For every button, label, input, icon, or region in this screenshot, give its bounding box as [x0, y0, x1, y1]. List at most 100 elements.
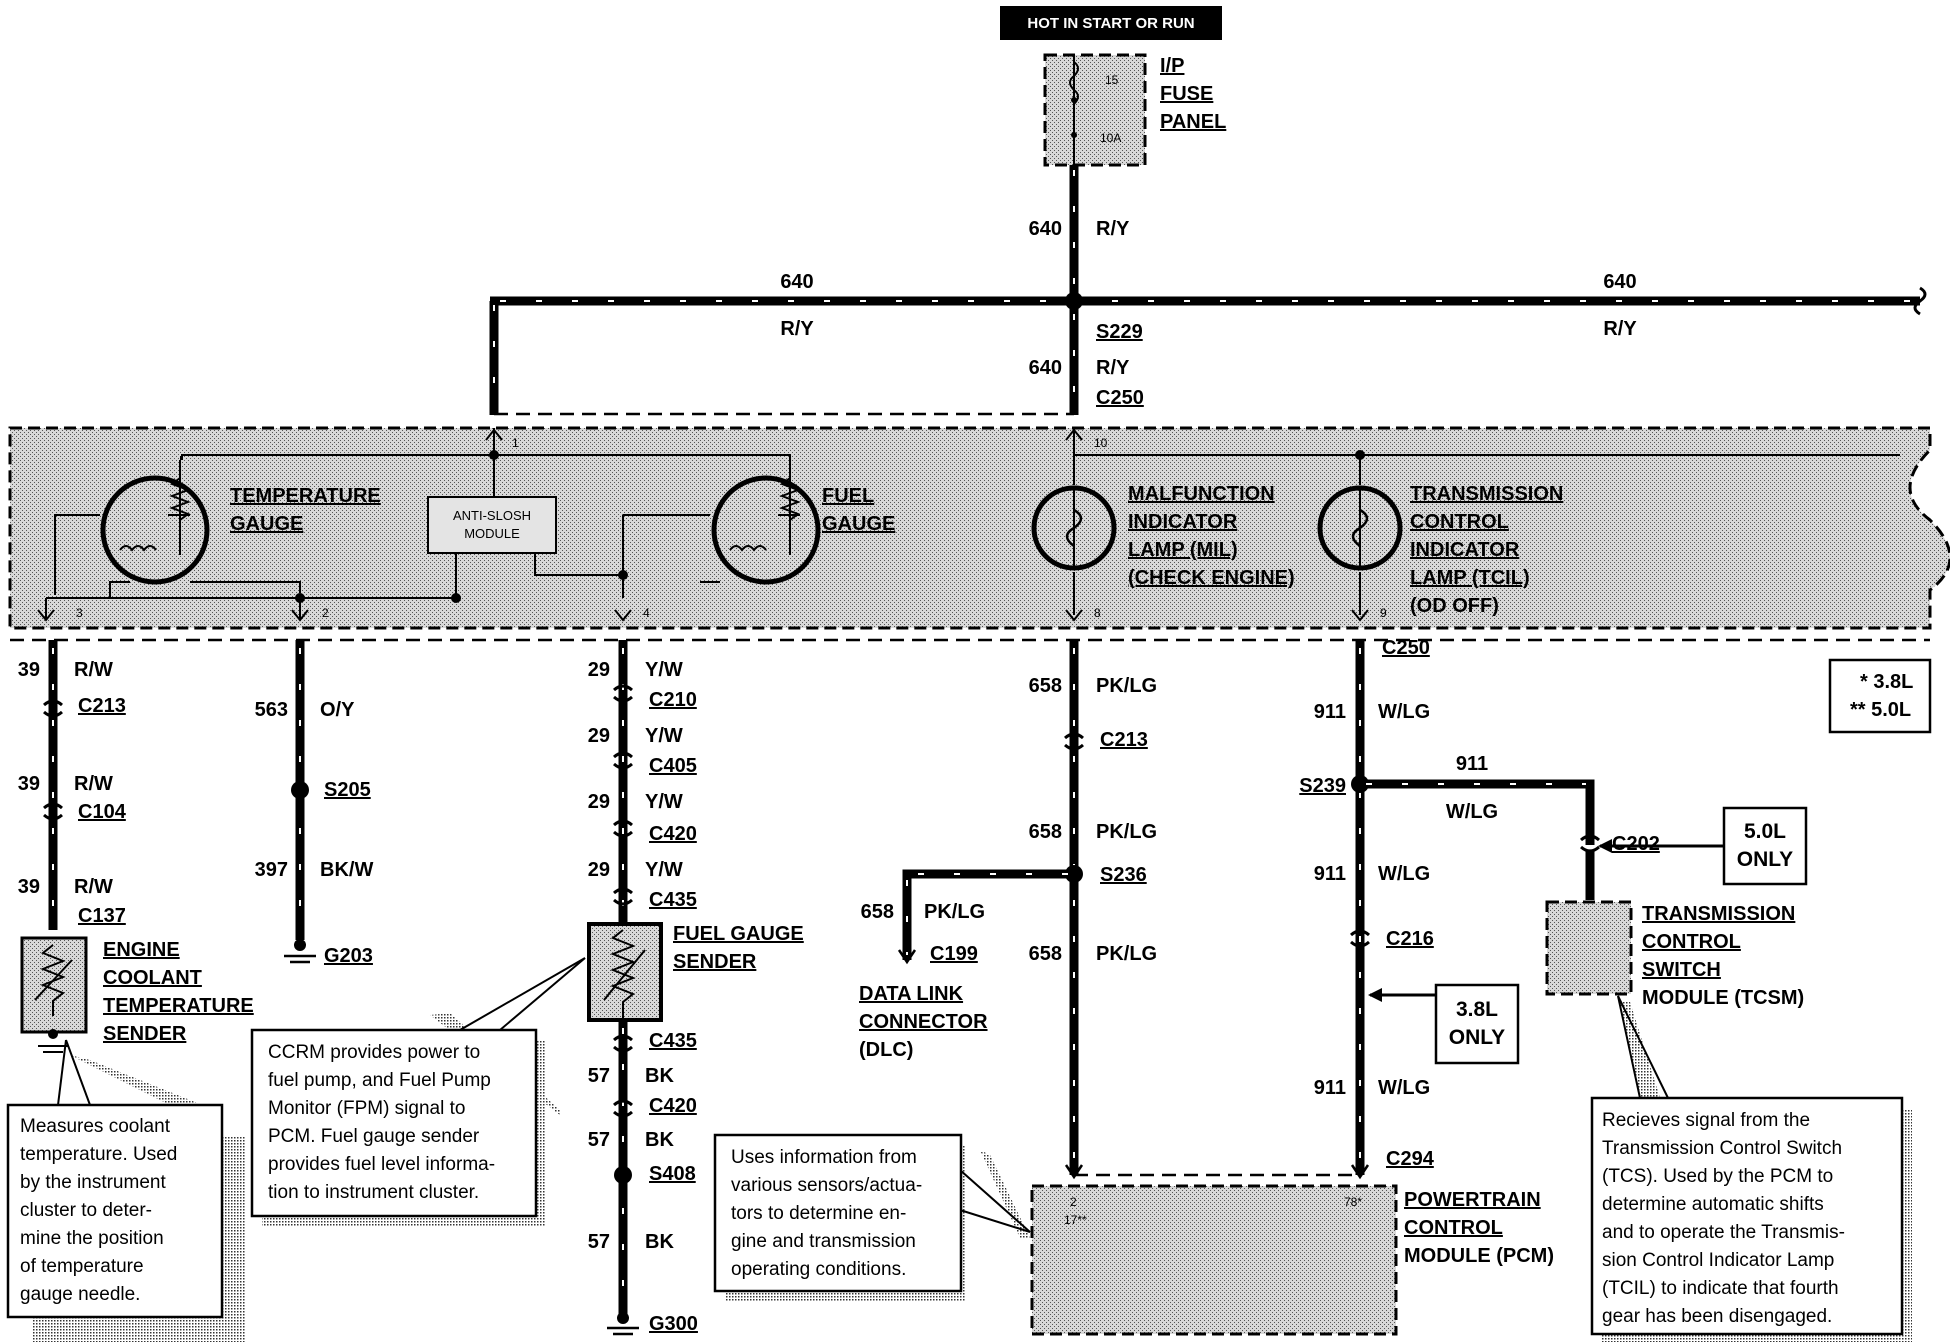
- pcm-label-2: CONTROL: [1404, 1217, 1503, 1239]
- tcsm-label-3: SWITCH: [1642, 959, 1721, 981]
- engine-legend: * 3.8L ** 5.0L: [1828, 658, 1932, 734]
- cluster-pin-8: 8: [1094, 606, 1101, 620]
- pcm-pin-2: 2: [1070, 1195, 1077, 1209]
- diagram-label: PK/LG: [1096, 675, 1157, 697]
- cluster-pin-10: 10: [1094, 436, 1108, 450]
- tcsm-label-4: MODULE (TCSM): [1642, 987, 1804, 1009]
- ground-g203: [284, 939, 316, 964]
- diagram-label: G203: [324, 945, 373, 967]
- diagram-label: W/LG: [1378, 701, 1430, 723]
- connector-c435: C435: [649, 889, 697, 911]
- cluster-pin-4: 4: [643, 606, 650, 620]
- diagram-label: gauge needle.: [20, 1284, 140, 1305]
- diagram-label: * 3.8L: [1860, 671, 1913, 693]
- fuse-panel-label-1: I/P: [1160, 55, 1184, 77]
- ect-sensor: [20, 936, 88, 1053]
- diagram-label: mine the position: [20, 1228, 164, 1249]
- diagram-label: PK/LG: [1096, 821, 1157, 843]
- pcm-label-1: POWERTRAIN: [1404, 1189, 1541, 1211]
- diagram-label: Measures coolant: [20, 1116, 171, 1137]
- ect-label-1: ENGINE: [103, 939, 180, 961]
- tcil-label-4: LAMP (TCIL): [1410, 567, 1530, 589]
- bus-label-right: 640: [1603, 271, 1636, 293]
- diagram-label: ** 5.0L: [1850, 699, 1911, 721]
- diagram-label: 57: [588, 1065, 610, 1087]
- diagram-label: cluster to deter-: [20, 1200, 152, 1221]
- diagram-label: 563: [255, 699, 288, 721]
- diagram-label: 29: [588, 659, 610, 681]
- wire-640-color-mid: R/Y: [1096, 357, 1130, 379]
- diagram-label: BK: [645, 1231, 674, 1253]
- diagram-label: ONLY: [1449, 1026, 1505, 1049]
- splice-s229-label: S229: [1096, 321, 1143, 343]
- diagram-label: gear has been disengaged.: [1602, 1306, 1832, 1327]
- wire-640-color-top: R/Y: [1096, 218, 1130, 240]
- diagram-label: HOT IN START OR RUN: [1027, 15, 1194, 32]
- diagram-label: 29: [588, 725, 610, 747]
- diagram-label: C435: [649, 1030, 697, 1052]
- anti-slosh-module: ANTI-SLOSH MODULE: [427, 496, 557, 554]
- mil-label-1: MALFUNCTION: [1128, 483, 1275, 505]
- diagram-label: S236: [1100, 864, 1147, 886]
- diagram-label: 57: [588, 1129, 610, 1151]
- diagram-label: of temperature: [20, 1256, 144, 1277]
- connector-c210: C210: [649, 689, 697, 711]
- tcil-label-3: INDICATOR: [1410, 539, 1520, 561]
- connector-c202: C202: [1612, 833, 1660, 855]
- pcm-label-3: MODULE (PCM): [1404, 1245, 1554, 1267]
- pcm-pin-78: 78*: [1344, 1195, 1362, 1209]
- diagram-label: 911: [1314, 1077, 1346, 1099]
- dlc-label-3: (DLC): [859, 1039, 913, 1061]
- pcm-note: Uses information from various sensors/ac…: [713, 1133, 1031, 1301]
- temperature-gauge: [100, 456, 210, 585]
- fuel-gauge-label-2: GAUGE: [822, 513, 895, 535]
- ect-note: Measures coolant temperature. Used by th…: [6, 1039, 246, 1342]
- pcm-pin-17: 17**: [1064, 1213, 1087, 1227]
- tcsm-label-2: CONTROL: [1642, 931, 1741, 953]
- diagram-label: W/LG: [1446, 801, 1498, 823]
- fuse-panel: 15 10A: [1043, 53, 1147, 167]
- fuel-sender-label-2: SENDER: [673, 951, 757, 973]
- diagram-label: ANTI-SLOSH: [453, 508, 531, 523]
- diagram-label: sion Control Indicator Lamp: [1602, 1250, 1834, 1271]
- connector-c213-mil: C213: [1100, 729, 1148, 751]
- splice-s229: [1065, 292, 1083, 310]
- wire-640-number-top: 640: [1029, 218, 1062, 240]
- fuel-gauge: [711, 460, 821, 585]
- diagram-label: 29: [588, 791, 610, 813]
- fuel-gauge-label-1: FUEL: [822, 485, 874, 507]
- diagram-label: C420: [649, 1095, 697, 1117]
- tcsm-module: [1545, 900, 1633, 996]
- diagram-label: CCRM provides power to: [268, 1042, 480, 1063]
- ccrm-note: CCRM provides power to fuel pump, and Fu…: [250, 957, 586, 1226]
- dlc-label-2: CONNECTOR: [859, 1011, 988, 1033]
- diagram-label: ONLY: [1737, 848, 1793, 871]
- diagram-label: PCM. Fuel gauge sender: [268, 1126, 480, 1147]
- connector-c250-top: C250: [1096, 387, 1144, 409]
- ect-label-4: SENDER: [103, 1023, 187, 1045]
- diagram-label: temperature. Used: [20, 1144, 177, 1165]
- diagram-label: tors to determine en-: [731, 1203, 906, 1224]
- diagram-label: Uses information from: [731, 1147, 917, 1168]
- diagram-label: Transmission Control Switch: [1602, 1138, 1842, 1159]
- tcsm-note: Recieves signal from the Transmission Co…: [1590, 995, 1912, 1342]
- diagram-label: S205: [324, 779, 371, 801]
- tcsm-label-1: TRANSMISSION: [1642, 903, 1795, 925]
- connector-c137: C137: [78, 905, 126, 927]
- only-50-callout: 5.0L ONLY: [1598, 806, 1808, 886]
- diagram-label: gine and transmission: [731, 1231, 916, 1252]
- wire-640-number-mid: 640: [1029, 357, 1062, 379]
- dlc-label-1: DATA LINK: [859, 983, 964, 1005]
- diagram-label: S239: [1299, 775, 1346, 797]
- pcm-module: [1030, 1184, 1398, 1336]
- tcil-lamp: [1317, 485, 1403, 571]
- diagram-label: S408: [649, 1163, 696, 1185]
- diagram-label: W/LG: [1378, 863, 1430, 885]
- diagram-label: Recieves signal from the: [1602, 1110, 1810, 1131]
- diagram-label: PK/LG: [924, 901, 985, 923]
- tcil-label-2: CONTROL: [1410, 511, 1509, 533]
- bus-color-right: R/Y: [1603, 318, 1637, 340]
- diagram-label: provides fuel level informa-: [268, 1154, 495, 1175]
- temperature-gauge-label-2: GAUGE: [230, 513, 303, 535]
